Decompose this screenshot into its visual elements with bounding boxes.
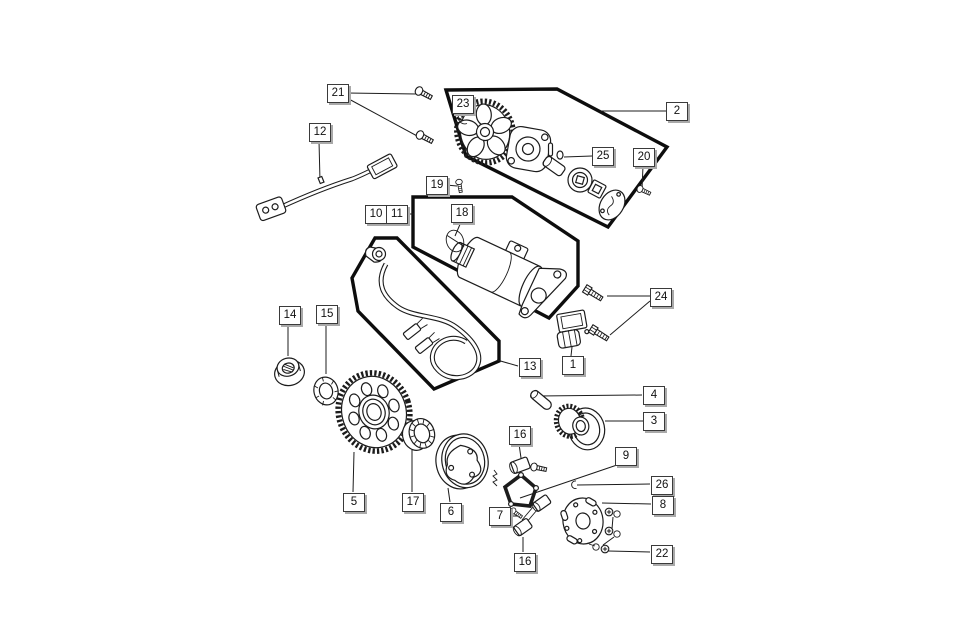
callout-10[interactable]: 10 — [365, 205, 387, 224]
callout-15-label: 15 — [320, 307, 334, 320]
callout-15[interactable]: 15 — [316, 305, 338, 324]
callout-5-label: 5 — [350, 495, 358, 508]
callout-22-label: 22 — [655, 547, 669, 560]
needle-bearing — [401, 418, 436, 451]
mount-bracket — [556, 309, 590, 349]
pump-sprocket — [454, 98, 516, 166]
callout-25[interactable]: 25 — [592, 147, 614, 166]
callout-2-label: 2 — [673, 104, 681, 117]
callout-16-upper-label: 16 — [513, 428, 527, 441]
bracket-bolt-a — [581, 284, 605, 304]
callout-5[interactable]: 5 — [343, 493, 365, 512]
callout-21[interactable]: 21 — [327, 84, 349, 103]
flange-nut — [274, 357, 305, 387]
callout-18-label: 18 — [455, 206, 469, 219]
callout-21-label: 21 — [331, 86, 345, 99]
callout-23[interactable]: 23 — [452, 95, 474, 114]
callout-9[interactable]: 9 — [615, 447, 637, 466]
cage-roller-a — [517, 472, 524, 479]
pump-body — [505, 125, 552, 173]
pump-inner-rotor — [567, 167, 593, 193]
callout-8[interactable]: 8 — [652, 496, 674, 515]
callout-12[interactable]: 12 — [309, 123, 331, 142]
callout-18[interactable]: 18 — [451, 204, 473, 223]
roller-spring-screw — [529, 461, 548, 474]
callout-11[interactable]: 11 — [386, 205, 408, 224]
callout-7-label: 7 — [496, 509, 504, 522]
starter-idle-gear — [553, 403, 606, 451]
callout-7[interactable]: 7 — [489, 507, 511, 526]
callout-9-label: 9 — [622, 449, 630, 462]
callout-3[interactable]: 3 — [643, 412, 665, 431]
callout-14[interactable]: 14 — [279, 306, 301, 325]
cover-screws — [588, 507, 621, 554]
retaining-clip — [571, 480, 577, 489]
clutch-spring — [492, 469, 498, 487]
clutch-roller-lower-set — [512, 494, 552, 537]
callout-12-label: 12 — [313, 125, 327, 138]
callout-16-lower-label: 16 — [518, 555, 532, 568]
callout-24[interactable]: 24 — [650, 288, 672, 307]
callout-1[interactable]: 1 — [562, 356, 584, 375]
mount-screw-a — [413, 84, 434, 103]
callout-14-label: 14 — [283, 308, 297, 321]
callout-13[interactable]: 13 — [519, 358, 541, 377]
starter-motor-panel — [411, 195, 580, 321]
wiring-cable — [255, 153, 398, 222]
callout-6[interactable]: 6 — [440, 503, 462, 522]
one-way-clutch-housing — [435, 433, 489, 490]
callout-20-label: 20 — [637, 150, 651, 163]
callout-13-label: 13 — [523, 360, 537, 373]
callout-16-lower[interactable]: 16 — [514, 553, 536, 572]
callout-16-upper[interactable]: 16 — [509, 426, 531, 445]
callout-4[interactable]: 4 — [643, 386, 665, 405]
callout-8-label: 8 — [659, 498, 667, 511]
callout-2[interactable]: 2 — [666, 102, 688, 121]
callout-20[interactable]: 20 — [633, 148, 655, 167]
callout-4-label: 4 — [650, 388, 658, 401]
callout-3-label: 3 — [650, 414, 658, 427]
pump-outer-rotor — [587, 179, 607, 199]
clutch-cover-plate — [560, 497, 604, 545]
callout-1-label: 1 — [569, 358, 577, 371]
callout-6-label: 6 — [447, 505, 455, 518]
callout-19[interactable]: 19 — [426, 176, 448, 195]
idle-gear-pin — [530, 389, 552, 410]
small-screw-7 — [508, 506, 524, 521]
callout-19-label: 19 — [430, 178, 444, 191]
callout-24-label: 24 — [654, 290, 668, 303]
callout-17[interactable]: 17 — [402, 493, 424, 512]
callout-23-label: 23 — [456, 97, 470, 110]
callout-26[interactable]: 26 — [651, 476, 673, 495]
spring-washer — [313, 376, 339, 406]
mount-screw-b — [414, 128, 435, 147]
callout-22[interactable]: 22 — [651, 545, 673, 564]
pump-shaft-roller — [542, 155, 566, 177]
cage-roller-b — [508, 501, 515, 508]
bracket-bolt-b — [587, 324, 611, 344]
callout-26-label: 26 — [655, 478, 669, 491]
clutch-roller-upper — [509, 456, 531, 474]
starter-motor — [450, 236, 568, 319]
pump-clip — [556, 150, 564, 160]
cage-roller-c — [532, 485, 539, 492]
pump-cover — [598, 189, 626, 221]
callout-25-label: 25 — [596, 149, 610, 162]
pump-pin — [547, 142, 554, 157]
clutch-spring-cage — [502, 472, 539, 508]
starter-cable — [364, 246, 482, 381]
motor-o-ring — [445, 229, 465, 253]
callout-11-label: 11 — [391, 207, 403, 220]
starter-ring-gear — [335, 370, 413, 454]
callout-17-label: 17 — [406, 495, 420, 508]
callout-10-label: 10 — [369, 207, 383, 220]
pump-cover-screw — [635, 184, 653, 198]
